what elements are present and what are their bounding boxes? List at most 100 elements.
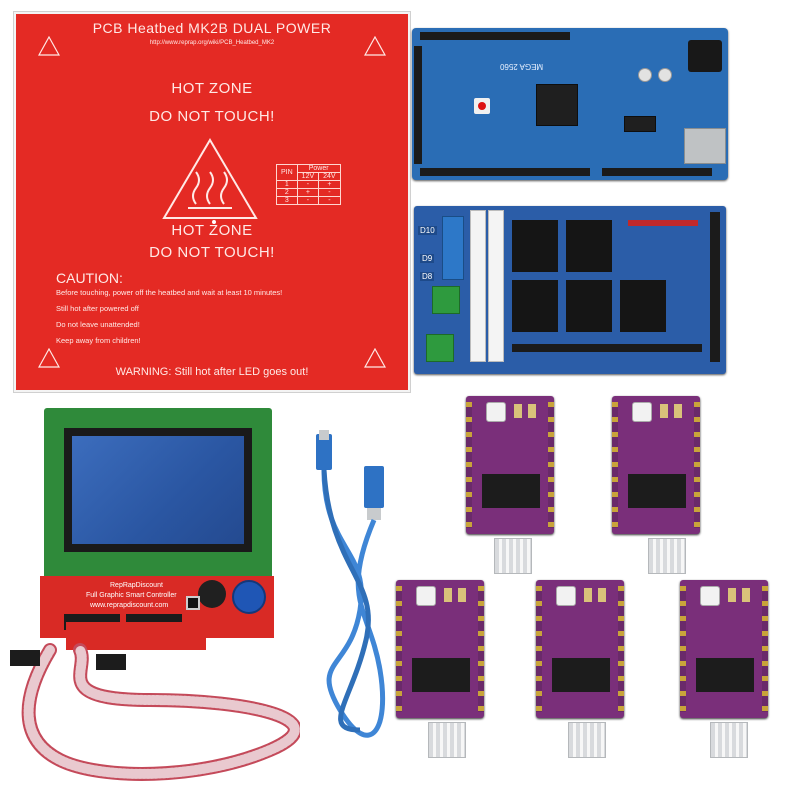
header-pins (612, 402, 618, 528)
usb-chip (624, 116, 656, 132)
potentiometer (556, 586, 576, 606)
buzzer (198, 580, 226, 608)
corner-warning-icon (38, 36, 60, 56)
pin-header (602, 168, 712, 176)
stepper-driver-module (612, 396, 700, 534)
header-pins (396, 586, 402, 712)
terminal-label: D10 (418, 226, 437, 235)
pin-header (512, 344, 702, 352)
header-pins (478, 586, 484, 712)
table-cell: 1 (276, 180, 298, 189)
heatsink (710, 722, 748, 758)
led-dot (212, 220, 216, 224)
pin-header (414, 46, 422, 164)
capacitor (658, 68, 672, 82)
warning-text: WARNING: Still hot after LED goes out! (115, 366, 309, 378)
component (674, 404, 682, 418)
stepper-driver-module (680, 580, 768, 718)
component (728, 588, 736, 602)
table-header: Power (296, 164, 341, 173)
header-pins (762, 586, 768, 712)
table-cell: 2 (276, 188, 298, 197)
lcd-adapter-board: RepRapDiscount Full Graphic Smart Contro… (40, 576, 274, 638)
component (444, 588, 452, 602)
table-cell: 3 (276, 196, 298, 205)
pin-header (420, 32, 570, 40)
header-pins (548, 402, 554, 528)
power-terminal (426, 334, 454, 362)
component (528, 404, 536, 418)
header-pins (694, 402, 700, 528)
potentiometer (486, 402, 506, 422)
driver-socket (566, 220, 612, 272)
jumper-header (628, 220, 698, 226)
caution-line: Keep away from children! (56, 336, 141, 345)
power-pin-table: PIN Power 12V 24V 1 - + 2 + - 3 - - (276, 164, 341, 205)
lcd-controller-board (44, 408, 272, 580)
table-cell: + (318, 180, 341, 189)
lcd-screen (72, 436, 244, 544)
heatsink (568, 722, 606, 758)
table-cell: + (296, 188, 320, 197)
do-not-touch-label: DO NOT TOUCH! (149, 244, 275, 261)
do-not-touch-label: DO NOT TOUCH! (149, 108, 275, 125)
reset-button (186, 596, 200, 610)
reset-button (474, 98, 490, 114)
component (660, 404, 668, 418)
hot-zone-label: HOT ZONE (171, 80, 253, 97)
heatsink (494, 538, 532, 574)
corner-warning-icon (364, 36, 386, 56)
adapter-label: RepRapDiscount (110, 582, 163, 589)
table-cell: - (296, 180, 320, 189)
table-header: 24V (318, 172, 341, 181)
table-header: PIN (276, 164, 298, 181)
arduino-mega-board: MEGA 2560 (412, 28, 728, 180)
terminal-label: D8 (420, 272, 435, 281)
pin-header (420, 168, 590, 176)
table-cell: - (318, 196, 341, 205)
heatsink (648, 538, 686, 574)
heatsink (428, 722, 466, 758)
lcd-frame (64, 428, 252, 552)
usb-port (684, 128, 726, 164)
potentiometer (416, 586, 436, 606)
component (514, 404, 522, 418)
heatbed-pcb: PCB Heatbed MK2B DUAL POWER http://www.r… (14, 12, 410, 392)
driver-ic (552, 658, 610, 692)
heatbed-title: PCB Heatbed MK2B DUAL POWER (92, 20, 332, 36)
driver-socket (512, 280, 558, 332)
header-pins (536, 586, 542, 712)
rotary-encoder-knob (232, 580, 266, 614)
component (598, 588, 606, 602)
table-row: 1 - + (276, 180, 341, 189)
adapter-label: www.reprapdiscount.com (90, 602, 169, 609)
power-jack (688, 40, 722, 72)
power-terminal (432, 286, 460, 314)
ramps-shield-board: D10 D9 D8 (414, 206, 726, 374)
component (458, 588, 466, 602)
pin-header (710, 212, 720, 362)
board-label: MEGA 2560 (500, 62, 544, 71)
component (584, 588, 592, 602)
usb-cable (316, 430, 386, 738)
table-row: 3 - - (276, 196, 341, 205)
hot-zone-label: HOT ZONE (171, 222, 253, 239)
caution-heading: CAUTION: (56, 270, 123, 286)
hot-surface-warning-icon (162, 138, 258, 219)
corner-warning-icon (364, 348, 386, 368)
header-pins (680, 586, 686, 712)
microcontroller-chip (536, 84, 578, 126)
table-cell: - (318, 188, 341, 197)
driver-ic (482, 474, 540, 508)
potentiometer (632, 402, 652, 422)
stepper-driver-module (396, 580, 484, 718)
driver-ic (412, 658, 470, 692)
stepper-driver-module (536, 580, 624, 718)
table-row: 2 + - (276, 188, 341, 197)
caution-line: Do not leave unattended! (56, 320, 140, 329)
table-header: 12V (296, 172, 320, 181)
adapter-label: Full Graphic Smart Controller (86, 592, 177, 599)
table-cell: - (296, 196, 320, 205)
heatbed-url: http://www.reprap.org/wiki/PCB_Heatbed_M… (149, 40, 275, 46)
driver-socket (620, 280, 666, 332)
